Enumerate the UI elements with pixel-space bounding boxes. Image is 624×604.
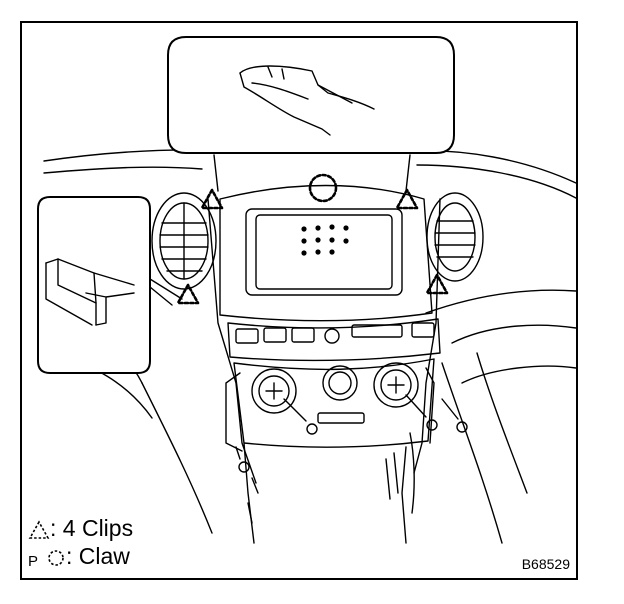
display-button-grid (301, 224, 349, 256)
climate-control-panel (225, 318, 441, 452)
clip-markers (176, 188, 449, 305)
screw (235, 446, 250, 473)
clip-marker (395, 188, 419, 210)
corner-mark: P (28, 553, 39, 570)
right-air-vent (426, 192, 484, 282)
dashed-circle-icon (48, 550, 64, 566)
dashboard-illustration (37, 36, 576, 544)
mounting-screws (235, 394, 468, 473)
screw (283, 398, 318, 435)
top-detail-inset (167, 36, 455, 154)
legend-claw-label: : Claw (66, 543, 130, 569)
screw (405, 394, 438, 431)
center-cluster-surround (207, 198, 441, 484)
illustration-frame: : 4 Clips : Claw P B68529 (20, 21, 578, 580)
clip-marker (176, 283, 200, 305)
claw-marker (308, 173, 338, 203)
lower-console (243, 432, 415, 544)
left-detail-inset (37, 196, 151, 374)
clip-marker (425, 273, 449, 295)
legend-clips-label: : 4 Clips (50, 515, 134, 541)
left-air-vent (151, 192, 217, 290)
clip-marker (200, 188, 224, 210)
screw (441, 398, 468, 433)
dashed-triangle-icon (28, 520, 50, 539)
center-display-panel (219, 184, 433, 322)
figure-code: B68529 (521, 556, 570, 572)
callout-lines (149, 154, 411, 306)
legend-claw: : Claw (46, 545, 130, 568)
legend-clips: : 4 Clips (28, 517, 133, 540)
